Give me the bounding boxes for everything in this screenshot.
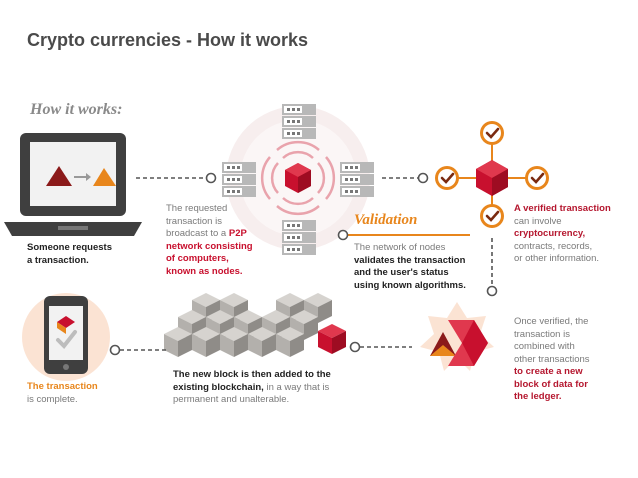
step5-line5: to create a new bbox=[514, 366, 583, 377]
step1-caption: Someone requests a transaction. bbox=[27, 242, 112, 267]
step5-line4: other transactions bbox=[514, 353, 590, 365]
step2-line5: of computers, bbox=[166, 253, 229, 264]
step6-caption: The new block is then added to the exist… bbox=[173, 369, 331, 407]
step4-line4: contracts, records, bbox=[514, 240, 593, 252]
step2-line1: The requested bbox=[166, 203, 228, 214]
how-it-works-heading: How it works: bbox=[30, 101, 123, 118]
blockchain-icon bbox=[164, 293, 346, 357]
step2-caption: The requested transaction is broadcast t… bbox=[166, 203, 253, 278]
step3-line2: validates the transaction bbox=[354, 254, 466, 266]
step2-line6: known as nodes. bbox=[166, 265, 243, 277]
step2-line3b: P2P bbox=[228, 228, 247, 239]
step4-line5: or other information. bbox=[514, 253, 600, 264]
step3-caption: The network of nodes validates the trans… bbox=[354, 242, 466, 292]
new-block-icon bbox=[420, 302, 494, 371]
phone-icon bbox=[22, 293, 110, 381]
step7-line2: is complete. bbox=[27, 393, 78, 405]
step3-line4: using known algorithms. bbox=[354, 279, 466, 291]
step5-line7: the ledger. bbox=[514, 391, 562, 402]
step5-line2: transaction is bbox=[514, 328, 570, 340]
node-network-icon bbox=[222, 104, 374, 255]
step6-line2b: in a way that is bbox=[263, 381, 330, 393]
step5-line6: block of data for bbox=[514, 378, 588, 390]
step1-line2: a transaction. bbox=[27, 254, 89, 266]
step6-line3: permanent and unalterable. bbox=[173, 394, 290, 405]
step2-line4: network consisting bbox=[166, 240, 253, 252]
step4-line2: can involve bbox=[514, 215, 562, 227]
step2-line3a: broadcast to a bbox=[166, 228, 229, 239]
verification-icon bbox=[433, 119, 551, 230]
step5-caption: Once verified, the transaction is combin… bbox=[514, 316, 590, 404]
step6-line2a: existing blockchain, bbox=[173, 381, 264, 393]
validation-heading: Validation bbox=[354, 212, 418, 228]
step3-line1: The network of nodes bbox=[354, 242, 446, 253]
step2-line2: transaction is bbox=[166, 215, 222, 227]
step7-line1: The transaction bbox=[27, 381, 98, 392]
step5-line1: Once verified, the bbox=[514, 316, 589, 327]
page-title: Crypto currencies - How it works bbox=[27, 30, 309, 50]
step7-caption: The transaction is complete. bbox=[27, 381, 98, 406]
laptop-icon bbox=[4, 133, 142, 236]
step5-line3: combined with bbox=[514, 341, 575, 352]
step3-line3: and the user's status bbox=[354, 267, 449, 278]
step4-caption: A verified transaction can involve crypt… bbox=[514, 203, 611, 266]
step4-line1: A verified transaction bbox=[514, 203, 611, 214]
step6-line1: The new block is then added to the bbox=[173, 369, 331, 380]
step1-line1: Someone requests bbox=[27, 242, 112, 253]
step4-line3: cryptocurrency, bbox=[514, 228, 586, 239]
